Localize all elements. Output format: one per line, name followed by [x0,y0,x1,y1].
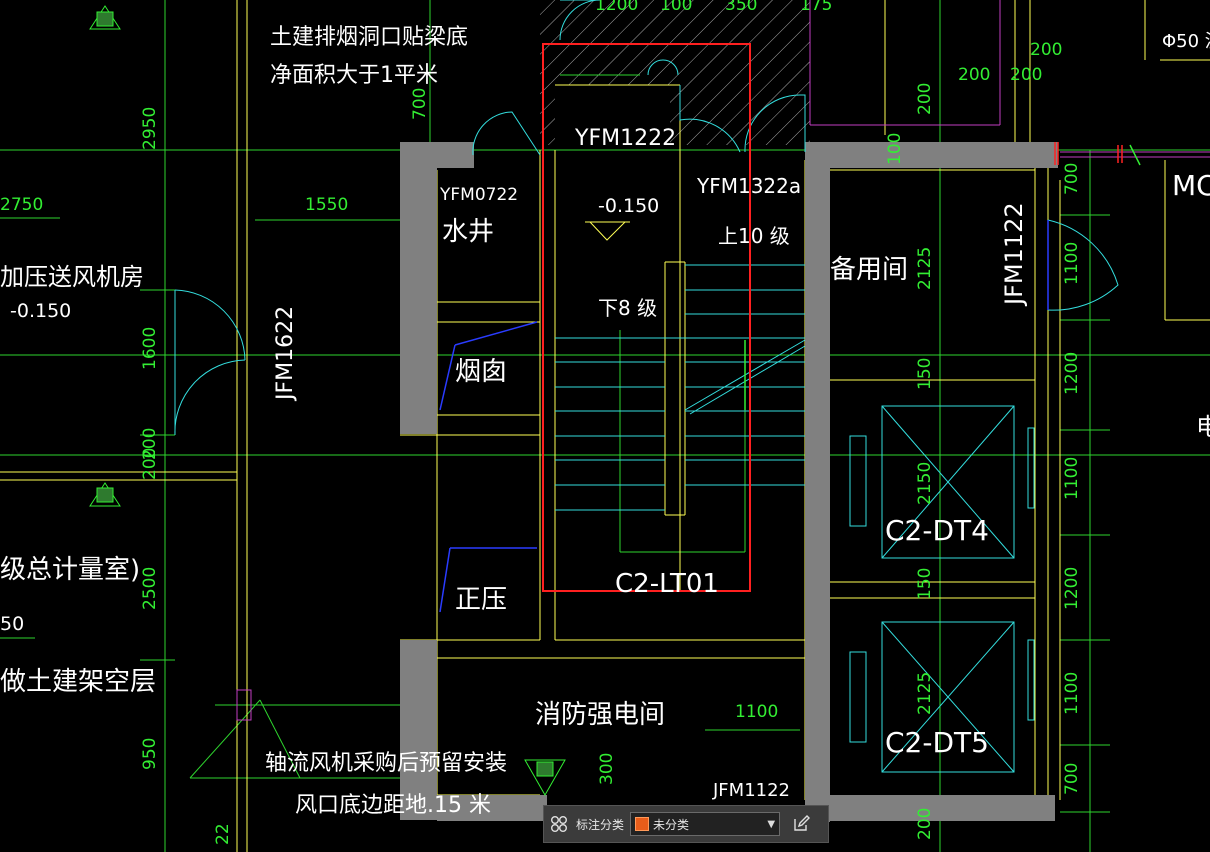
selection-box[interactable] [542,43,751,592]
dim-200b: 200 [958,65,990,85]
stair-code: C2-LT01 [615,569,719,599]
dim-1600: 1600 [140,327,160,370]
edit-icon[interactable] [786,809,816,839]
stair-up-label: 上10 级 [718,224,790,248]
blue-lines [439,220,1049,613]
category-label: 标注分类 [576,817,625,832]
elevator-shafts [849,405,1035,773]
door-jfm1622: JFM1622 [273,306,298,402]
dim-700a: 700 [410,88,430,120]
dim-1100a: 1100 [1062,242,1082,285]
dim-2150: 2150 [915,462,935,505]
dim-1200c: 1200 [1062,567,1082,610]
dim-2950: 2950 [140,107,160,150]
pipe-label: Φ50 泥 [1162,31,1210,52]
fan-room-elevation: -0.150 [10,300,71,322]
level-symbols [89,5,566,797]
door-jfm1122-vertical: JFM1122 [1000,202,1028,307]
dim-200a: 200 [1030,40,1062,60]
dim-950: 950 [140,738,160,770]
frame-floor-note: 做土建架空层 [0,667,156,697]
dim-200d: 200 [140,428,160,460]
dim-350: 350 [725,0,757,15]
concrete-walls [400,142,1058,822]
smoke-opening-note: 土建排烟洞口贴梁底 [270,25,468,50]
dim-1550: 1550 [305,195,348,215]
dim-1100b: 1100 [1062,457,1082,500]
annotation-texts: 土建排烟洞口贴梁底 净面积大于1平米 YFM1222 YFM0722 YFM13… [0,25,1210,818]
annotation-category-toolbar: 标注分类 未分类 ▼ [543,805,829,843]
dim-2125b: 2125 [915,672,935,715]
stair-elevation: -0.150 [598,195,659,217]
dim-2750: 2750 [0,195,43,215]
grid-markers [744,144,1141,410]
value-50: 50 [0,613,24,635]
grid-icon[interactable] [544,809,574,839]
dim-100b: 100 [885,133,905,165]
dim-22: 22 [213,823,233,845]
dim-150b: 150 [915,568,935,600]
dim-700c: 700 [1062,763,1082,795]
dim-100: 100 [660,0,692,15]
room-fire-power: 消防强电间 [535,700,665,730]
room-smoke-flue: 烟囱 [455,357,507,387]
vent-height-note: 风口底边距地.15 米 [295,793,491,818]
dim-700b: 700 [1062,163,1082,195]
room-meter: 级总计量室) [0,555,140,585]
dim-1100d: 1100 [735,702,778,722]
dim-300: 300 [597,753,617,785]
red-markers [1054,142,1123,165]
dim-1200: 1200 [595,0,638,15]
door-jfm1122: JFM1122 [712,780,790,801]
dim-150a: 150 [915,358,935,390]
partial-elec-label: 电 [1196,413,1210,441]
room-fan: 加压送风机房 [0,263,144,291]
stair-down-label: 下8 级 [598,296,657,320]
category-selected-value: 未分类 [653,817,690,832]
dim-200g: 200 [915,808,935,840]
door-yfm0722: YFM0722 [439,185,518,205]
dim-1200b: 1200 [1062,352,1082,395]
stair-treads [555,264,806,511]
area-note: 净面积大于1平米 [270,63,438,88]
magenta-lines [236,0,1210,721]
door-yfm1322a: YFM1322a [696,174,801,198]
dim-200f: 200 [915,83,935,115]
category-select[interactable]: 未分类 ▼ [630,812,781,836]
chevron-down-icon: ▼ [767,818,776,830]
dim-2125a: 2125 [915,247,935,290]
room-positive-pressure: 正压 [455,585,507,615]
dim-2500: 2500 [140,567,160,610]
dim-200c: 200 [1010,65,1042,85]
elevation-marker [585,221,630,241]
dim-200e: 200 [140,448,160,480]
room-mc: MC [1172,169,1210,202]
door-yfm1222: YFM1222 [574,126,676,151]
dim-1100c: 1100 [1062,672,1082,715]
hatched-area [540,0,810,145]
room-water-well: 水井 [442,217,494,247]
door-swings [174,0,1119,436]
room-spare: 备用间 [830,255,908,285]
fan-install-note: 轴流风机采购后预留安装 [265,751,507,776]
category-color-swatch [635,817,650,831]
elevator-dt5: C2-DT5 [885,726,989,759]
dim-175: 175 [800,0,832,15]
elevator-dt4: C2-DT4 [885,514,989,547]
dimension-texts: 1200 100 350 175 200 200 200 2750 1550 1… [0,0,1082,845]
